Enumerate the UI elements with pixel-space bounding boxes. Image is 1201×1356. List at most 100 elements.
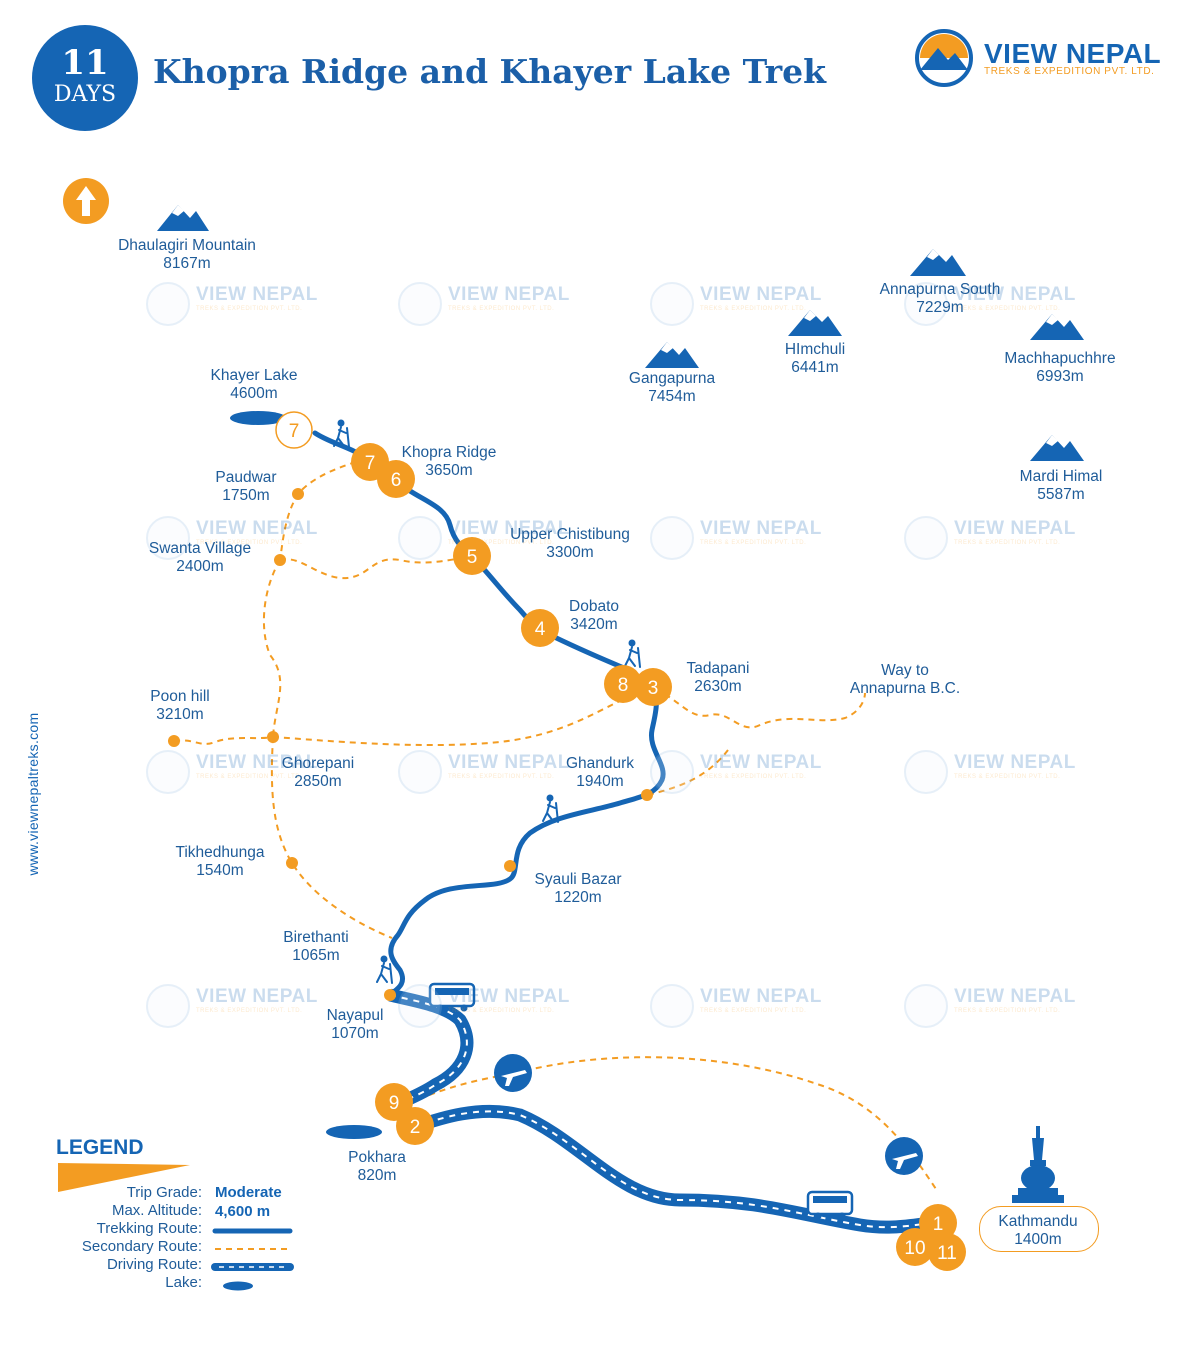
mountain-altitude: 5587m: [1037, 486, 1085, 503]
place-name: Nayapul: [326, 1007, 384, 1024]
place-name: Pokhara: [348, 1149, 406, 1166]
secondary-route-poonhill-ghorepani: [173, 736, 274, 745]
day-marker-label: 9: [389, 1093, 400, 1114]
day-marker-label: 1: [933, 1214, 944, 1235]
mountain-peak-icon: [645, 342, 699, 368]
watermark-logo-icon: [398, 984, 442, 1028]
website-url: www.viewnepaltreks.com: [25, 712, 41, 876]
day-marker-label: 11: [937, 1243, 957, 1264]
watermark-name: VIEW NEPAL: [954, 518, 1076, 539]
day-marker-1: [919, 1204, 957, 1242]
mountain-snow: [1046, 435, 1058, 446]
watermark-name: VIEW NEPAL: [448, 986, 570, 1007]
watermark-logo-icon: [146, 984, 190, 1028]
day-marker-11: [928, 1233, 966, 1271]
waypoint-tikhedhunga: [286, 857, 298, 869]
place-altitude: 3420m: [570, 616, 618, 633]
watermark-tagline: TREKS & EXPEDITION PVT. LTD.: [700, 774, 807, 780]
place-name: Khopra Ridge: [401, 444, 497, 461]
mountain-peak-icon: [910, 249, 966, 276]
place-name: Swanta Village: [148, 540, 252, 557]
day-marker-7-khayer: [275, 411, 313, 449]
secondary-route-ghandurk-east: [647, 749, 729, 796]
place-altitude: 1940m: [576, 773, 624, 790]
mountain-altitude: 7229m: [916, 299, 964, 316]
brand-name: VIEW NEPAL: [984, 38, 1162, 69]
watermark-tagline: TREKS & EXPEDITION PVT. LTD.: [196, 774, 303, 780]
place-name: Syauli Bazar: [534, 871, 622, 888]
place-altitude: 3300m: [546, 544, 594, 561]
driving-route-pokhara-kathmandu: [412, 1104, 939, 1234]
watermark-tagline: TREKS & EXPEDITION PVT. LTD.: [448, 306, 555, 312]
day-marker-label: 7: [289, 421, 300, 442]
mountain-name: Mardi Himal: [1019, 468, 1103, 485]
day-marker-10: [896, 1228, 934, 1266]
mountain-peak-icon: [1030, 314, 1084, 340]
hiker-icon: [542, 794, 559, 823]
mountain-altitude: 6993m: [1036, 368, 1084, 385]
secondary-route-ghorepani-tikhedhunga: [270, 736, 393, 939]
watermark-logo-icon: [904, 282, 948, 326]
watermark-tagline: TREKS & EXPEDITION PVT. LTD.: [954, 774, 1061, 780]
mountain-altitude: 8167m: [163, 255, 211, 272]
day-marker-4: [521, 609, 559, 647]
watermark-logo-icon: [904, 984, 948, 1028]
watermark-logo-icon: [650, 516, 694, 560]
mountain-snow: [1046, 314, 1058, 325]
day-marker-5: [453, 537, 491, 575]
hiker-icon: [333, 419, 350, 448]
watermark-name: VIEW NEPAL: [954, 284, 1076, 305]
place-name: Tikhedhunga: [175, 844, 265, 861]
watermark-name: VIEW NEPAL: [196, 284, 318, 305]
waypoint-poonhill: [168, 735, 180, 747]
page-title: Khopra Ridge and Khayer Lake Trek: [153, 52, 826, 91]
place-name: Poon hill: [150, 688, 210, 705]
day-marker-label: 5: [467, 547, 478, 568]
phewa-lake-icon: [326, 1125, 382, 1139]
watermark-name: VIEW NEPAL: [700, 986, 822, 1007]
mountain-snow: [927, 249, 939, 260]
day-marker-label: 7: [365, 453, 376, 474]
watermark-name: VIEW NEPAL: [448, 752, 570, 773]
khayer-lake-icon: [230, 411, 286, 425]
mountain-name: Machhapuchhre: [1004, 350, 1116, 367]
watermark-logo-icon: [650, 750, 694, 794]
day-marker-6: [377, 460, 415, 498]
place-name: Dobato: [569, 598, 619, 615]
north-arrow-shape: [76, 186, 96, 216]
airplane-icon: [494, 1054, 532, 1092]
day-marker-label: 8: [618, 675, 629, 696]
day-marker-3: [634, 668, 672, 706]
secondary-route-tadapani-abc: [654, 688, 866, 729]
mountain-name: Annapurna South: [879, 281, 1001, 298]
day-marker-label: 10: [904, 1238, 925, 1259]
watermark-tagline: TREKS & EXPEDITION PVT. LTD.: [700, 306, 807, 312]
legend-trekking-route-label: Trekking Route:: [96, 1220, 202, 1237]
legend-lake-sample: [223, 1281, 253, 1291]
mountain-peak-icon: [157, 205, 209, 231]
legend-secondary-route-label: Secondary Route:: [81, 1238, 202, 1255]
watermark-logo-icon: [650, 282, 694, 326]
watermark-tagline: TREKS & EXPEDITION PVT. LTD.: [954, 1008, 1061, 1014]
place-altitude: 1070m: [331, 1025, 379, 1042]
watermark-name: VIEW NEPAL: [700, 284, 822, 305]
place-name: Upper Chistibung: [510, 526, 630, 543]
place-altitude: 3210m: [156, 706, 204, 723]
legend-title: LEGEND: [56, 1136, 144, 1159]
bus-icon: [806, 1190, 854, 1220]
place-altitude: 1220m: [554, 889, 602, 906]
place-altitude: 2630m: [694, 678, 742, 695]
watermark-logo-icon: [146, 282, 190, 326]
driving-route-pokhara-kathmandu-dash: [414, 1110, 939, 1229]
day-marker-2: [396, 1107, 434, 1145]
brand-logo-icon: [915, 29, 973, 87]
waypoint-paudwar: [292, 488, 304, 500]
